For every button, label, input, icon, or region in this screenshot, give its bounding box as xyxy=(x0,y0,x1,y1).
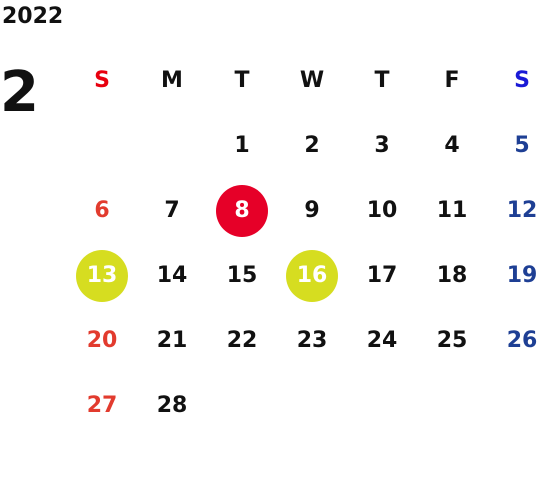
day-number: 5 xyxy=(514,133,530,158)
weekday-header-mon: M xyxy=(161,68,183,93)
day-cell-13-highlighted: 13 xyxy=(67,243,137,308)
day-number: 8 xyxy=(234,198,250,223)
day-cell-15: 15 xyxy=(207,243,277,308)
day-cell-25: 25 xyxy=(417,308,487,373)
day-cell-14: 14 xyxy=(137,243,207,308)
weekday-header-thu: T xyxy=(374,68,390,93)
day-number: 9 xyxy=(304,198,320,223)
day-number: 2 xyxy=(304,133,320,158)
day-cell-12: 12 xyxy=(487,178,548,243)
day-number: 23 xyxy=(296,328,328,353)
day-cell-20: 20 xyxy=(67,308,137,373)
weekday-header-sat: S xyxy=(514,68,530,93)
day-cell-22: 22 xyxy=(207,308,277,373)
day-cell-8-highlighted: 8 xyxy=(207,178,277,243)
day-cell-26: 26 xyxy=(487,308,548,373)
day-number: 19 xyxy=(506,263,538,288)
day-number: 17 xyxy=(366,263,398,288)
day-cell-28: 28 xyxy=(137,373,207,438)
day-number: 12 xyxy=(506,198,538,223)
year-label: 2022 xyxy=(2,4,64,29)
day-number: 1 xyxy=(234,133,250,158)
day-number: 27 xyxy=(86,393,118,418)
day-cell-5: 5 xyxy=(487,113,548,178)
empty-day-cell xyxy=(347,373,417,438)
day-number: 21 xyxy=(156,328,188,353)
day-number: 13 xyxy=(86,263,118,288)
day-number: 10 xyxy=(366,198,398,223)
day-cell-19: 19 xyxy=(487,243,548,308)
day-number: 18 xyxy=(436,263,468,288)
day-number: 20 xyxy=(86,328,118,353)
empty-day-cell xyxy=(67,113,137,178)
day-number: 11 xyxy=(436,198,468,223)
day-cell-4: 4 xyxy=(417,113,487,178)
day-cell-3: 3 xyxy=(347,113,417,178)
day-cell-21: 21 xyxy=(137,308,207,373)
day-cell-1: 1 xyxy=(207,113,277,178)
day-number: 6 xyxy=(94,198,110,223)
day-number: 28 xyxy=(156,393,188,418)
day-number: 7 xyxy=(164,198,180,223)
empty-day-cell xyxy=(207,373,277,438)
day-number: 16 xyxy=(296,263,328,288)
day-number: 26 xyxy=(506,328,538,353)
day-number: 15 xyxy=(226,263,258,288)
day-cell-16-highlighted: 16 xyxy=(277,243,347,308)
day-cell-24: 24 xyxy=(347,308,417,373)
day-number: 22 xyxy=(226,328,258,353)
day-number: 14 xyxy=(156,263,188,288)
weekday-header-tue: T xyxy=(234,68,250,93)
day-cell-27: 27 xyxy=(67,373,137,438)
day-cell-2: 2 xyxy=(277,113,347,178)
day-number: 3 xyxy=(374,133,390,158)
empty-day-cell xyxy=(137,113,207,178)
empty-day-cell xyxy=(487,373,548,438)
day-cell-10: 10 xyxy=(347,178,417,243)
weekday-header-fri: F xyxy=(444,68,460,93)
day-number: 24 xyxy=(366,328,398,353)
day-cell-6: 6 xyxy=(67,178,137,243)
day-cell-17: 17 xyxy=(347,243,417,308)
weekday-header-wed: W xyxy=(299,68,325,93)
month-number: 2 xyxy=(0,60,39,125)
day-cell-18: 18 xyxy=(417,243,487,308)
empty-day-cell xyxy=(277,373,347,438)
day-cell-11: 11 xyxy=(417,178,487,243)
weekday-header-sun: S xyxy=(94,68,110,93)
day-cell-9: 9 xyxy=(277,178,347,243)
day-number: 25 xyxy=(436,328,468,353)
day-number: 4 xyxy=(444,133,460,158)
day-cell-7: 7 xyxy=(137,178,207,243)
empty-day-cell xyxy=(417,373,487,438)
day-cell-23: 23 xyxy=(277,308,347,373)
